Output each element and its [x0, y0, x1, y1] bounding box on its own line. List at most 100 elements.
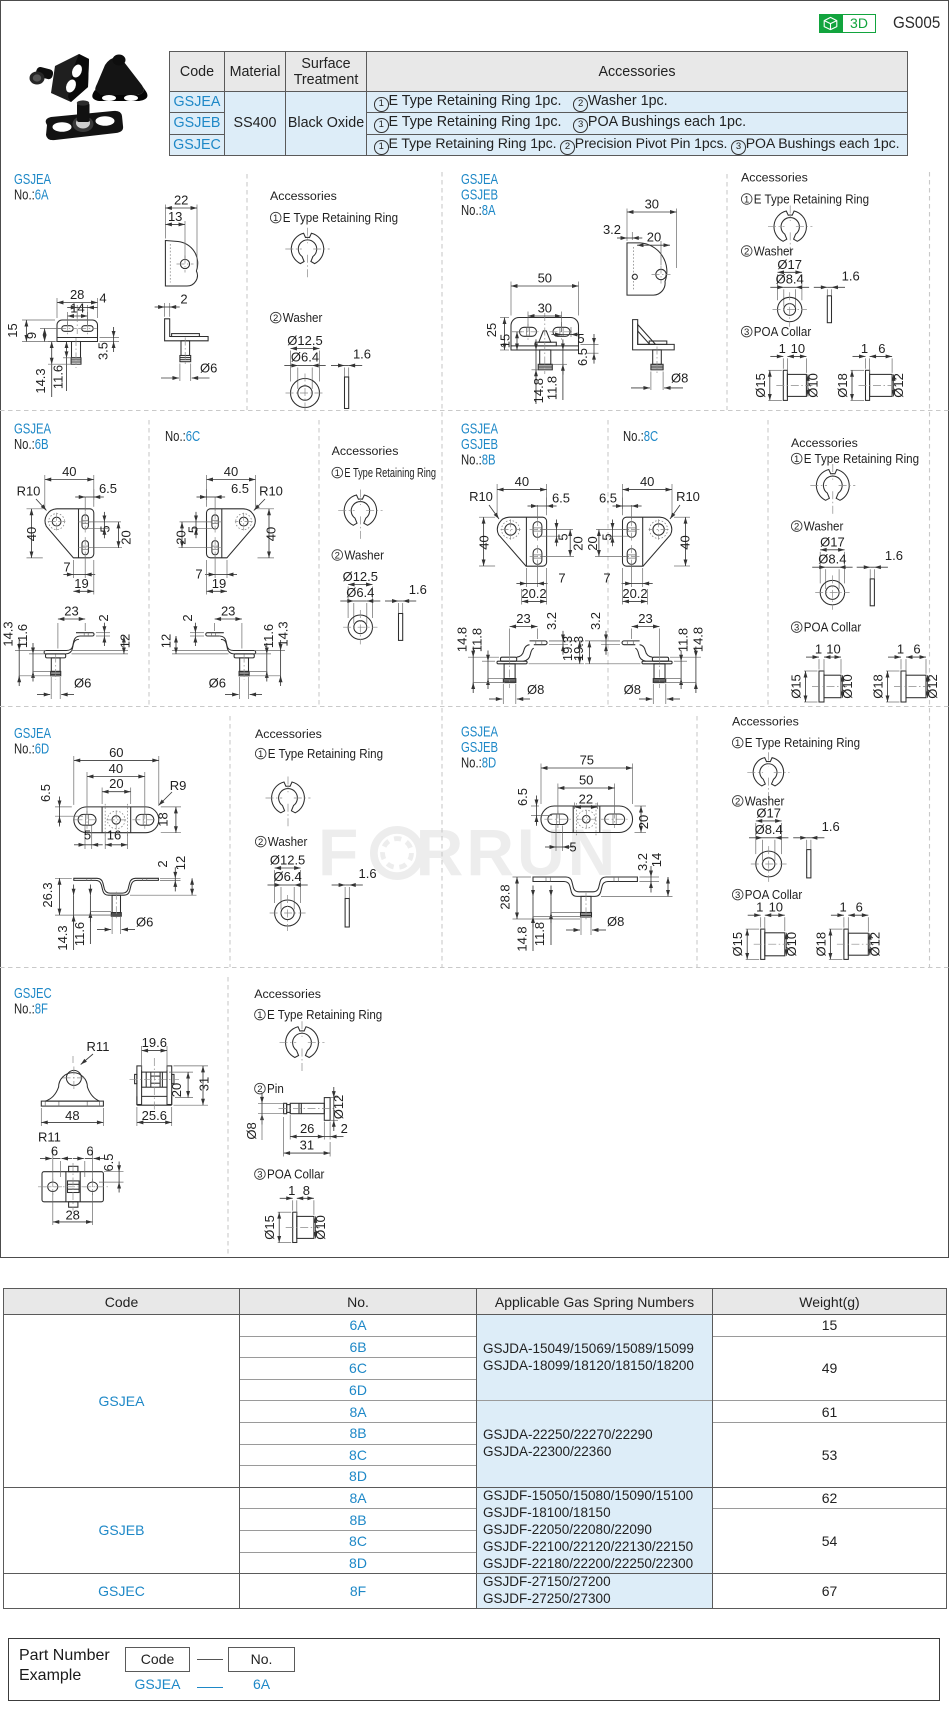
svg-text:Ø8: Ø8 [244, 1122, 259, 1139]
svg-text:11.8: 11.8 [470, 628, 485, 652]
svg-text:R10: R10 [17, 484, 41, 499]
svg-text:1.6: 1.6 [842, 268, 860, 283]
svg-text:GSJEA: GSJEA [14, 171, 51, 188]
svg-text:Washer: Washer [268, 834, 308, 849]
svg-text:13: 13 [168, 209, 182, 224]
svg-text:75: 75 [580, 753, 594, 768]
svg-text:22: 22 [174, 193, 188, 208]
svg-text:11.8: 11.8 [532, 922, 547, 946]
svg-text:50: 50 [579, 773, 593, 788]
svg-text:6.5: 6.5 [599, 491, 617, 506]
svg-text:1: 1 [756, 900, 763, 915]
svg-text:1: 1 [335, 468, 340, 479]
svg-text:Ø15: Ø15 [753, 373, 768, 398]
svg-text:POA Collar: POA Collar [804, 620, 861, 635]
svg-text:12: 12 [118, 634, 133, 648]
svg-text:6.5: 6.5 [575, 348, 590, 366]
svg-text:25: 25 [484, 323, 499, 337]
svg-text:11.8: 11.8 [545, 376, 560, 400]
svg-text:Ø18: Ø18 [835, 373, 850, 398]
svg-text:POA Collar: POA Collar [754, 324, 811, 339]
svg-text:1: 1 [273, 213, 278, 224]
svg-text:1: 1 [815, 642, 822, 657]
svg-text:2: 2 [258, 837, 263, 848]
svg-text:22: 22 [579, 792, 593, 807]
svg-text:5: 5 [84, 828, 91, 843]
svg-text:Ø8.4: Ø8.4 [755, 822, 783, 837]
svg-text:2: 2 [96, 614, 111, 621]
svg-text:14.3: 14.3 [1, 621, 16, 646]
svg-text:30: 30 [645, 197, 659, 212]
svg-text:20.2: 20.2 [521, 586, 546, 601]
svg-text:26.3: 26.3 [40, 882, 55, 907]
svg-text:Ø6.4: Ø6.4 [346, 585, 374, 600]
svg-text:28.8: 28.8 [498, 884, 513, 909]
svg-text:3.2: 3.2 [603, 222, 621, 237]
svg-text:18: 18 [156, 812, 171, 826]
svg-text:Ø12: Ø12 [867, 932, 882, 957]
svg-text:5: 5 [556, 533, 571, 540]
svg-text:28: 28 [65, 1207, 79, 1222]
svg-text:1: 1 [288, 1183, 295, 1198]
svg-text:8: 8 [303, 1183, 310, 1198]
svg-text:Ø12: Ø12 [925, 674, 940, 699]
svg-text:2: 2 [180, 292, 187, 307]
svg-text:26: 26 [300, 1121, 314, 1136]
svg-text:GSJEA: GSJEA [14, 420, 51, 437]
svg-text:20: 20 [174, 530, 189, 544]
svg-text:5: 5 [600, 533, 615, 540]
svg-text:6: 6 [51, 1144, 58, 1159]
svg-text:11.6: 11.6 [261, 624, 276, 648]
svg-text:40: 40 [678, 535, 693, 549]
svg-text:23: 23 [516, 611, 530, 626]
svg-text:6: 6 [913, 642, 920, 657]
svg-text:1.6: 1.6 [353, 347, 371, 362]
svg-text:Ø6.4: Ø6.4 [291, 350, 319, 365]
svg-text:2: 2 [794, 522, 799, 533]
svg-text:R10: R10 [259, 484, 283, 499]
svg-text:14: 14 [649, 853, 664, 867]
svg-text:28: 28 [70, 287, 84, 302]
svg-text:48: 48 [65, 1108, 79, 1123]
svg-text:10: 10 [791, 341, 805, 356]
svg-text:6.5: 6.5 [99, 481, 117, 496]
svg-text:11.8: 11.8 [676, 628, 691, 652]
svg-text:Accessories: Accessories [732, 715, 799, 729]
svg-text:GSJEA: GSJEA [461, 171, 498, 188]
svg-text:40: 40 [109, 761, 123, 776]
svg-text:Accessories: Accessories [255, 727, 322, 741]
svg-text:6: 6 [878, 341, 885, 356]
svg-text:14.8: 14.8 [515, 926, 530, 951]
svg-text:5: 5 [98, 525, 113, 532]
svg-text:25.6: 25.6 [142, 1108, 167, 1123]
svg-text:40: 40 [515, 474, 529, 489]
svg-text:23: 23 [221, 604, 235, 619]
svg-text:50: 50 [538, 271, 552, 286]
svg-text:E Type Retaining Ring: E Type Retaining Ring [268, 746, 383, 761]
svg-text:R11: R11 [87, 1039, 110, 1054]
svg-text:14.8: 14.8 [531, 378, 546, 403]
svg-text:Washer: Washer [344, 548, 384, 563]
svg-text:Ø17: Ø17 [777, 257, 802, 272]
svg-text:GSJEA: GSJEA [461, 723, 498, 740]
svg-text:Ø10: Ø10 [313, 1215, 328, 1240]
svg-text:GSJEA: GSJEA [461, 420, 498, 437]
svg-text:14.8: 14.8 [455, 627, 470, 652]
svg-text:No.:6A: No.:6A [14, 186, 49, 203]
svg-text:3: 3 [257, 1170, 262, 1181]
svg-text:Ø6: Ø6 [74, 676, 91, 691]
svg-text:23: 23 [64, 604, 78, 619]
svg-text:2: 2 [335, 550, 340, 561]
svg-text:Ø6: Ø6 [209, 676, 226, 691]
svg-text:Ø6: Ø6 [200, 361, 217, 376]
svg-text:E Type Retaining Ring: E Type Retaining Ring [745, 735, 860, 750]
svg-text:40: 40 [264, 527, 279, 541]
svg-text:Ø12.5: Ø12.5 [287, 333, 322, 348]
svg-text:No.:6B: No.:6B [14, 436, 49, 453]
svg-text:6.5: 6.5 [231, 481, 249, 496]
svg-text:Washer: Washer [754, 244, 794, 259]
svg-text:Ø12: Ø12 [891, 373, 906, 398]
svg-text:Ø15: Ø15 [789, 674, 804, 699]
svg-text:POA Collar: POA Collar [267, 1167, 324, 1182]
svg-text:2: 2 [180, 614, 195, 621]
